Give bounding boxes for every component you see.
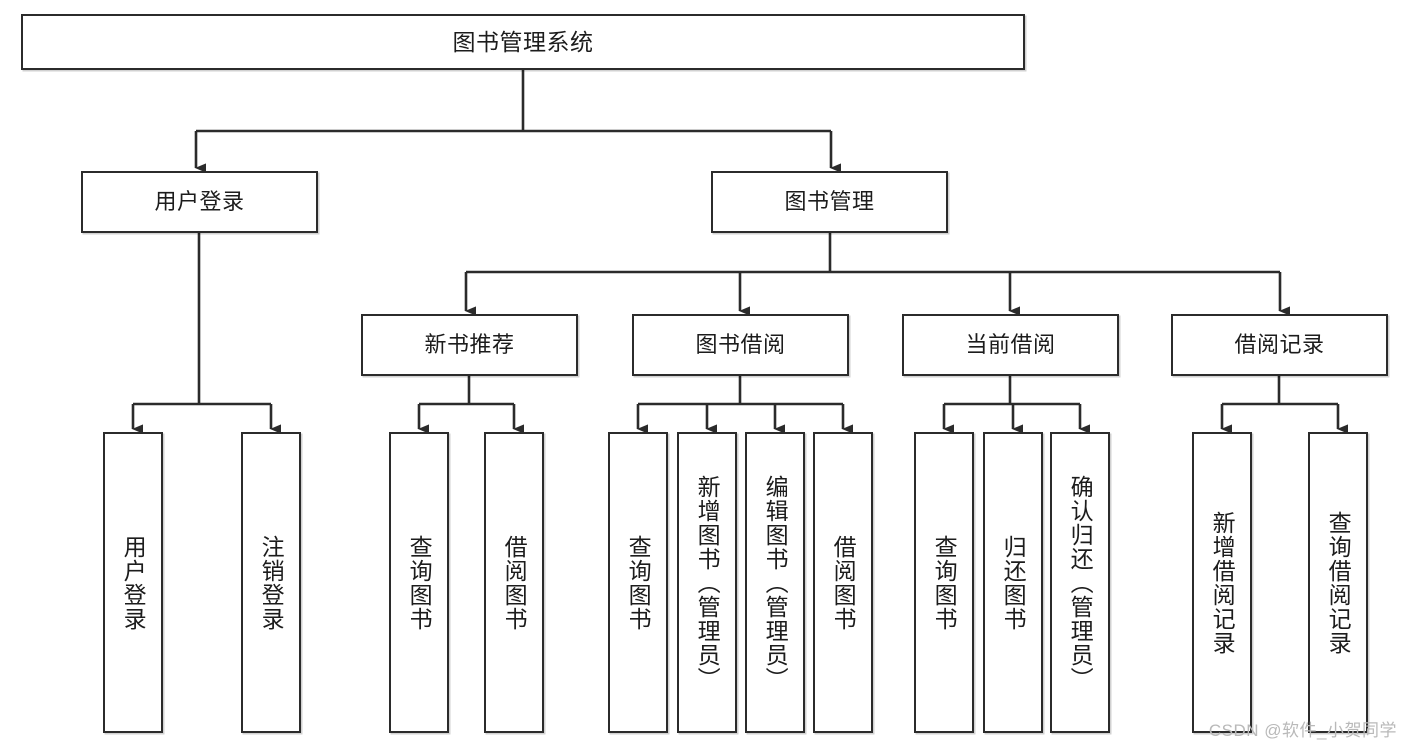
leaf-records-add-record[interactable]: 新增借阅记录	[1192, 432, 1252, 733]
node-label: 借阅图书	[501, 534, 528, 631]
node-label: 归还图书	[1000, 534, 1027, 631]
node-borrow-records[interactable]: 借阅记录	[1171, 314, 1388, 376]
node-new-book-recommend[interactable]: 新书推荐	[361, 314, 578, 376]
leaf-recommend-borrow-book[interactable]: 借阅图书	[484, 432, 544, 733]
node-label: 注销登录	[258, 534, 285, 631]
leaf-borrow-borrow-book[interactable]: 借阅图书	[813, 432, 873, 733]
node-label: 借阅记录	[1234, 332, 1325, 358]
leaf-records-query-record[interactable]: 查询借阅记录	[1308, 432, 1368, 733]
node-label: 用户登录	[120, 534, 147, 631]
leaf-user-login[interactable]: 用户登录	[103, 432, 163, 733]
node-label: 新增借阅记录	[1209, 510, 1236, 655]
node-book-management[interactable]: 图书管理	[711, 171, 948, 233]
leaf-current-query-book[interactable]: 查询图书	[914, 432, 974, 733]
node-label: 新增图书（管理员）	[694, 474, 721, 691]
node-label: 图书管理系统	[452, 28, 594, 55]
node-label: 查询图书	[931, 534, 958, 631]
node-label: 查询借阅记录	[1325, 510, 1352, 655]
node-label: 图书管理	[784, 189, 875, 215]
leaf-borrow-edit-book[interactable]: 编辑图书（管理员）	[745, 432, 805, 733]
node-label: 查询图书	[406, 534, 433, 631]
node-user-login[interactable]: 用户登录	[81, 171, 318, 233]
leaf-borrow-query-book[interactable]: 查询图书	[608, 432, 668, 733]
node-label: 借阅图书	[830, 534, 857, 631]
node-current-borrow[interactable]: 当前借阅	[902, 314, 1119, 376]
node-label: 查询图书	[625, 534, 652, 631]
node-label: 新书推荐	[424, 332, 515, 358]
leaf-current-confirm-return[interactable]: 确认归还（管理员）	[1050, 432, 1110, 733]
leaf-user-logout[interactable]: 注销登录	[241, 432, 301, 733]
node-root-system[interactable]: 图书管理系统	[21, 14, 1025, 70]
leaf-current-return-book[interactable]: 归还图书	[983, 432, 1043, 733]
node-label: 用户登录	[154, 189, 245, 215]
watermark-text: CSDN @软件_小贺同学	[1208, 721, 1397, 740]
node-label: 编辑图书（管理员）	[762, 474, 789, 691]
node-label: 确认归还（管理员）	[1067, 474, 1094, 691]
node-label: 图书借阅	[695, 332, 786, 358]
node-book-borrow[interactable]: 图书借阅	[632, 314, 849, 376]
leaf-borrow-add-book[interactable]: 新增图书（管理员）	[677, 432, 737, 733]
node-label: 当前借阅	[965, 332, 1056, 358]
leaf-recommend-query-book[interactable]: 查询图书	[389, 432, 449, 733]
